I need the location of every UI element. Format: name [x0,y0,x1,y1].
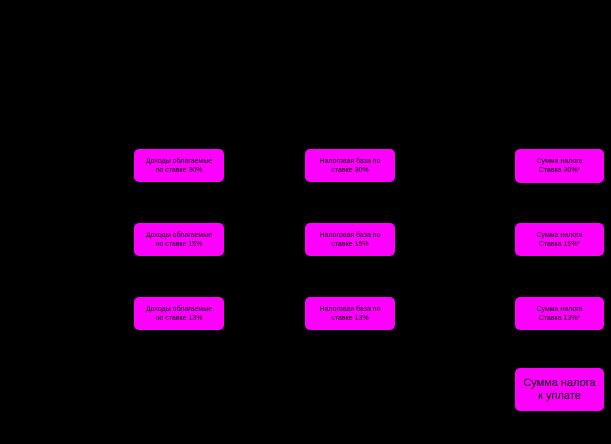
tax-base-15-node: Налоговая база по ставке 15% [305,223,395,256]
income-15-node: Доходы облагаемые по ставке 15% [134,223,224,256]
income-13-node: Доходы облагаемые по ставке 13% [134,297,224,330]
tax-total-node: Сумма налога к уплате [515,368,604,411]
tax-base-30-node: Налоговая база по ставке 30% [305,149,395,182]
tax-amount-15-node: Сумма налога Ставка 15%* [515,223,604,256]
income-30-node: Доходы облагаемые по ставке 30% [134,149,224,182]
tax-amount-13-node: Сумма налога Ставка 13%* [515,297,604,330]
tax-amount-30-node: Сумма налога Ставка 30%* [515,149,604,183]
tax-base-13-node: Налоговая база по ставке 13% [305,297,395,330]
